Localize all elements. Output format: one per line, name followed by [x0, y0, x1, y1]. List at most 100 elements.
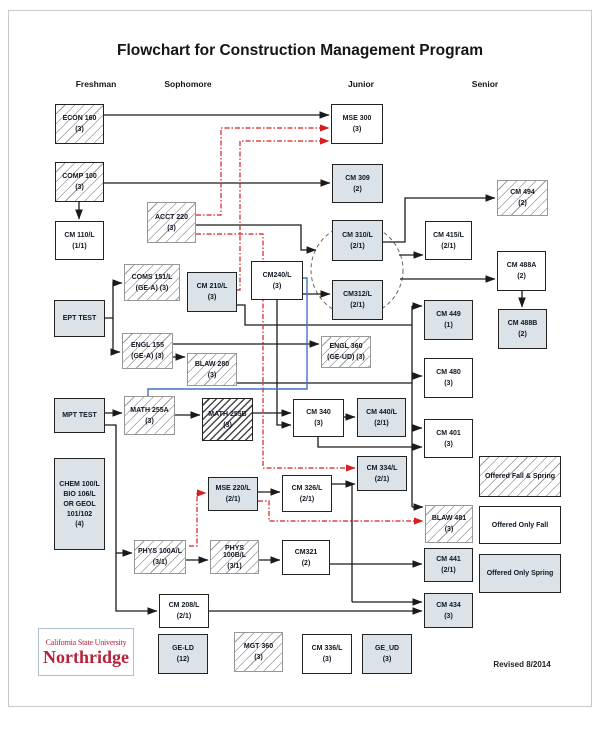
box-acct-220: ACCT 220(3) [147, 202, 196, 243]
box-cm-110l-label: (1/1) [72, 242, 87, 250]
box-mgt-360: MGT 360(3) [234, 632, 283, 672]
box-cm-309: CM 309(2) [332, 164, 383, 203]
box-blaw-481-label: BLAW 481 [431, 515, 467, 522]
connector-line [237, 137, 330, 291]
connector-line [105, 424, 158, 615]
box-econ-160-label: (3) [75, 126, 84, 133]
box-chem-bio-geol-label: OR GEOL [63, 500, 96, 508]
box-cm240l: CM240/L (3) [251, 261, 303, 300]
box-legend-fall-spring-label: Offered Fall & Spring [484, 473, 555, 480]
box-cm-401-label: CM 401 [436, 429, 461, 437]
box-math-255a: MATH 255A(3) [124, 396, 175, 435]
box-phys-100al-label: (3/1) [152, 559, 168, 566]
box-cm-434-label: CM 434 [436, 601, 461, 609]
box-engl-360-label: ENGL 360 [329, 343, 363, 350]
box-cm-326l: CM 326/L(2/1) [282, 475, 332, 512]
connector-line [105, 279, 123, 319]
box-cm-110l-label: CM 110/L [64, 231, 95, 239]
connector-line [196, 224, 317, 254]
column-header-junior: Junior [348, 79, 374, 89]
box-engl-360: ENGL 360(GE-UD) (3) [321, 336, 371, 368]
box-legend-only-spring: Offered Only Spring [479, 554, 561, 593]
box-mse-220l-label: (2/1) [225, 496, 241, 503]
box-math-255a-label: (3) [145, 417, 154, 425]
box-mgt-360-label: (3) [254, 654, 263, 661]
box-cm-110l: CM 110/L (1/1) [55, 221, 104, 260]
box-ept-test: EPT TEST [54, 300, 105, 337]
box-ge-ud: GE_UD(3) [362, 634, 412, 674]
box-chem-bio-geol-label: BIO 106/L [63, 490, 96, 498]
box-cm-415l-label: CM 415/L [433, 231, 464, 239]
box-cm321-label: CM321 [294, 548, 318, 556]
box-cm-494: CM 494(2) [497, 180, 548, 216]
box-ept-test-label: EPT TEST [62, 315, 97, 322]
box-ge-ld-label: (12) [176, 656, 190, 663]
box-phys-100al-label: PHYS 100A/L [138, 548, 182, 555]
box-cm-309-label: (2) [353, 185, 362, 193]
box-cm-494-label: (2) [518, 200, 527, 207]
box-cm-488b-label: CM 488B [507, 320, 538, 327]
box-cm-326l-label: CM 326/L [291, 484, 323, 492]
box-cm-449-label: (1) [444, 322, 453, 329]
box-cm-480: CM 480(3) [424, 358, 473, 398]
column-header-freshman: Freshman [75, 79, 117, 89]
box-legend-only-fall: Offered Only Fall [479, 506, 561, 544]
box-ge-ud-label: (3) [382, 656, 392, 663]
box-cm-415l: CM 415/L (2/1) [425, 221, 472, 260]
box-legend-only-spring-label: Offered Only Spring [486, 570, 554, 577]
box-mse-220l-label: MSE 220/L [215, 485, 251, 492]
box-cm-415l-label: (2/1) [441, 242, 456, 250]
csun-logo: California State University Northridge [38, 628, 134, 676]
page-title: Flowchart for Construction Management Pr… [116, 42, 483, 59]
box-cm-480-label: (3) [444, 380, 453, 387]
box-chem-bio-geol-label: CHEM 100/L [59, 480, 100, 488]
box-engl-155-label: (GE-A) (3) [131, 353, 164, 360]
box-cm240l-label: CM240/L [262, 271, 292, 279]
box-cm-441-label: (2/1) [441, 567, 456, 574]
box-phys-100bl: PHYS 100B/L(3/1) [210, 540, 259, 574]
box-blaw-481-label: (3) [444, 526, 454, 533]
box-cm321-label: (2) [301, 559, 311, 567]
revised-date: Revised 8/2014 [493, 660, 551, 669]
box-cm-488b-label: (2) [518, 331, 527, 338]
box-cm-208l-label: CM 208/L [168, 602, 200, 609]
box-cm-488b: CM 488B (2) [498, 309, 547, 349]
page-border [8, 10, 592, 707]
box-legend-fall-spring: Offered Fall & Spring [479, 456, 561, 497]
box-cm-441-label: CM 441 [436, 556, 461, 563]
box-cm-336l-label: (3) [322, 656, 332, 663]
box-coms-151l-label: (GE-A) (3) [135, 284, 169, 292]
column-header-senior: Senior [471, 79, 499, 89]
box-cm312l: CM312/L(2/1) [332, 280, 383, 320]
box-cm-440l: CM 440/L(2/1) [357, 398, 406, 437]
box-math-255b: MATH 255B(3) [202, 398, 253, 441]
box-cm-336l: CM 336/L (3) [302, 634, 352, 674]
connector-line [317, 437, 423, 451]
box-coms-151l-label: COMS 151/L [131, 273, 173, 281]
box-mse-300: MSE 300(3) [331, 104, 383, 144]
box-cm-434-label: (3) [444, 612, 453, 620]
box-cm312l-label: (2/1) [350, 302, 365, 309]
box-cm-440l-label: CM 440/L [366, 408, 397, 416]
box-math-255b-label: (3) [223, 421, 232, 429]
box-cm240l-label: (3) [272, 282, 282, 290]
box-mse-220l: MSE 220/L (2/1) [208, 477, 258, 511]
box-cm-336l-label: CM 336/L [311, 645, 343, 652]
connector-line [258, 500, 424, 525]
box-cm-441: CM 441 (2/1) [424, 548, 473, 582]
box-chem-bio-geol-label: 101/102 [66, 510, 93, 518]
box-cm-208l-label: (2/1) [176, 613, 192, 620]
box-blaw-280: BLAW 280(3) [187, 353, 237, 386]
box-cm-208l: CM 208/L (2/1) [159, 594, 209, 628]
connector-line [383, 194, 496, 243]
box-cm-340: CM 340(3) [293, 399, 344, 437]
box-cm321: CM321 (2) [282, 540, 330, 575]
box-cm-334l-label: CM 334/L [366, 464, 398, 472]
box-cm-401: CM 401(3) [424, 419, 473, 458]
box-blaw-280-label: BLAW 280 [194, 360, 230, 368]
box-comp-100-label: (3) [75, 184, 84, 191]
box-mse-300-label: MSE 300 [342, 115, 372, 122]
